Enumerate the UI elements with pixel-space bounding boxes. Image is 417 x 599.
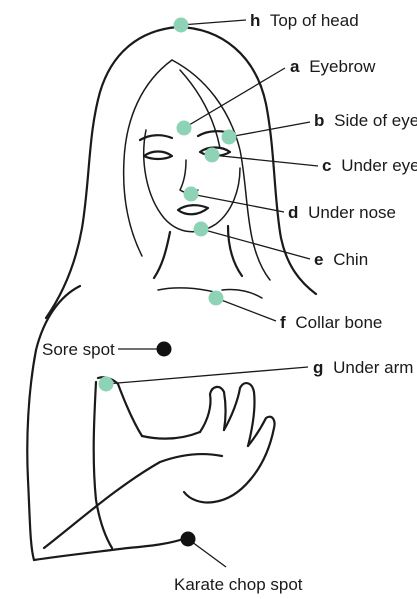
point-e-marker	[194, 222, 209, 237]
hand-fingers	[200, 387, 226, 432]
collar-bone-line	[158, 288, 214, 292]
label-a: a Eyebrow	[290, 57, 376, 76]
label-g: g Under arm	[313, 358, 413, 377]
label-f-letter: f	[280, 313, 286, 332]
label-h-text: Top of head	[270, 11, 359, 30]
label-b-text: Side of eye	[334, 111, 417, 130]
label-g-letter: g	[313, 358, 323, 377]
label-sore: Sore spot	[42, 340, 115, 359]
leader-f	[216, 298, 276, 321]
point-g-marker	[99, 377, 114, 392]
point-c-marker	[205, 148, 220, 163]
collar-bone-line-2	[222, 289, 262, 298]
left-shoulder-arm	[27, 286, 80, 560]
label-c-letter: c	[322, 156, 331, 175]
label-b-letter: b	[314, 111, 324, 130]
label-c-text: Under eye	[341, 156, 417, 175]
hair-inner-right	[172, 60, 270, 280]
neck-right	[228, 226, 242, 276]
left-eye	[144, 152, 172, 160]
neck-left	[154, 232, 170, 278]
leader-h	[181, 20, 246, 25]
lips	[178, 205, 208, 214]
leader-e	[201, 229, 310, 259]
label-c: c Under eye	[322, 156, 417, 175]
sore-spot-marker	[157, 342, 172, 357]
label-a-letter: a	[290, 57, 300, 76]
label-karate: Karate chop spot	[174, 575, 303, 594]
label-d: d Under nose	[288, 203, 396, 222]
label-a-text: Eyebrow	[309, 57, 376, 76]
point-b-marker	[222, 130, 237, 145]
label-e-text: Chin	[333, 250, 368, 269]
hair-outline-left	[46, 27, 178, 318]
forearm-top	[142, 432, 200, 439]
label-e-letter: e	[314, 250, 323, 269]
hand-finger-2	[224, 383, 255, 446]
label-d-text: Under nose	[308, 203, 396, 222]
hand-palm	[184, 480, 250, 503]
point-h-marker	[174, 18, 189, 33]
leader-g	[106, 367, 308, 384]
point-d-marker	[184, 187, 199, 202]
leader-c	[212, 155, 318, 166]
label-h-letter: h	[250, 11, 260, 30]
woman-sketch	[27, 27, 316, 560]
face-outline	[144, 130, 240, 232]
label-e: e Chin	[314, 250, 368, 269]
karate-chop-marker	[181, 532, 196, 547]
label-f-text: Collar bone	[295, 313, 382, 332]
label-h: h Top of head	[250, 11, 359, 30]
label-b: b Side of eye	[314, 111, 417, 130]
torso-side	[94, 382, 112, 548]
point-a-marker	[177, 121, 192, 136]
point-f-marker	[209, 291, 224, 306]
lower-arm-edge	[34, 538, 186, 560]
label-d-letter: d	[288, 203, 298, 222]
leader-a	[184, 68, 285, 128]
label-f: f Collar bone	[280, 313, 382, 332]
label-g-text: Under arm	[333, 358, 413, 377]
hair-strand	[180, 70, 220, 148]
